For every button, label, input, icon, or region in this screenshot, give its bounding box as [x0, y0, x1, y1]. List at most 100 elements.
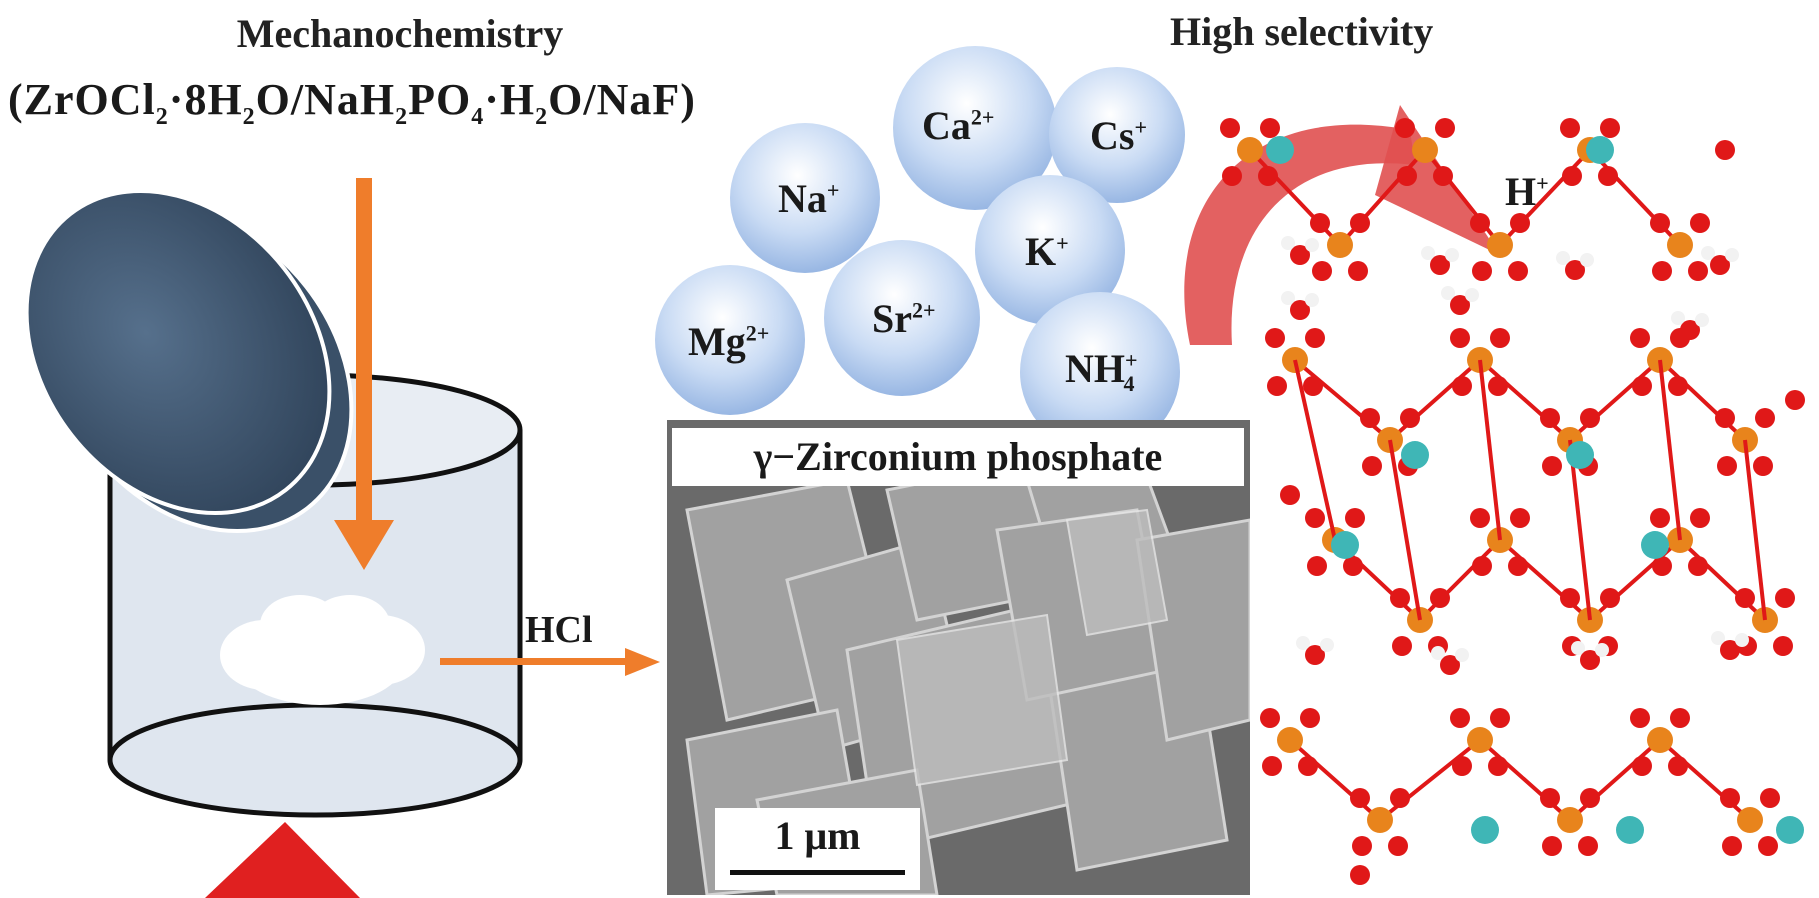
oxygen-atom	[1390, 788, 1410, 808]
oxygen-atom	[1715, 140, 1735, 160]
zirconium-atom	[1776, 816, 1804, 844]
oxygen-atom	[1220, 118, 1240, 138]
phosphorus-atom	[1737, 807, 1763, 833]
oxygen-atom	[1542, 836, 1562, 856]
scale-box	[715, 808, 920, 890]
ion-label-k: K+	[1025, 229, 1069, 274]
oxygen-atom	[1303, 376, 1323, 396]
zirconium-atom	[1266, 136, 1294, 164]
water-oxygen	[1565, 260, 1585, 280]
zirconium-atom	[1401, 441, 1429, 469]
ion-label-ca: Ca2+	[922, 103, 995, 148]
scale-bar-label: 1 μm	[774, 813, 861, 858]
oxygen-atom	[1343, 556, 1363, 576]
hydrogen-atom	[1580, 253, 1594, 267]
oxygen-atom	[1452, 376, 1472, 396]
oxygen-atom	[1735, 588, 1755, 608]
water-oxygen	[1680, 320, 1700, 340]
water-oxygen	[1720, 640, 1740, 660]
hydrogen-atom	[1455, 648, 1469, 662]
oxygen-atom	[1755, 408, 1775, 428]
oxygen-atom	[1690, 508, 1710, 528]
oxygen-atom	[1510, 213, 1530, 233]
oxygen-atom	[1430, 588, 1450, 608]
oxygen-atom	[1222, 166, 1242, 186]
hydrogen-atom	[1465, 288, 1479, 302]
oxygen-atom	[1562, 166, 1582, 186]
oxygen-atom	[1470, 508, 1490, 528]
oxygen-atom	[1715, 408, 1735, 428]
zirconium-atom	[1331, 531, 1359, 559]
oxygen-atom	[1265, 328, 1285, 348]
oxygen-atom	[1668, 376, 1688, 396]
oxygen-atom	[1470, 213, 1490, 233]
oxygen-atom	[1450, 328, 1470, 348]
oxygen-atom	[1260, 118, 1280, 138]
oxygen-atom	[1400, 408, 1420, 428]
hydrogen-atom	[1281, 291, 1295, 305]
oxygen-atom	[1542, 456, 1562, 476]
oxygen-atom	[1392, 636, 1412, 656]
oxygen-atom	[1388, 836, 1408, 856]
oxygen-atom	[1352, 836, 1372, 856]
phosphorus-atom	[1367, 807, 1393, 833]
hydrogen-atom	[1725, 248, 1739, 262]
oxygen-atom	[1580, 408, 1600, 428]
oxygen-atom	[1580, 788, 1600, 808]
hydrogen-atom	[1421, 246, 1435, 260]
zirconium-atom	[1641, 531, 1669, 559]
oxygen-atom	[1510, 508, 1530, 528]
oxygen-atom	[1312, 261, 1332, 281]
oxygen-atom	[1652, 556, 1672, 576]
oxygen-atom	[1753, 456, 1773, 476]
water-oxygen	[1430, 255, 1450, 275]
oxygen-atom	[1260, 708, 1280, 728]
zirconium-atom	[1471, 816, 1499, 844]
oxygen-atom	[1630, 708, 1650, 728]
oxygen-atom	[1280, 485, 1300, 505]
proton-label: H+	[1505, 169, 1549, 214]
oxygen-atom	[1578, 836, 1598, 856]
oxygen-atom	[1508, 261, 1528, 281]
oxygen-atom	[1773, 636, 1793, 656]
oxygen-atom	[1632, 376, 1652, 396]
zirconium-atom	[1586, 136, 1614, 164]
hydrogen-atom	[1445, 248, 1459, 262]
oxygen-atom	[1362, 456, 1382, 476]
scale-bar	[730, 870, 905, 875]
oxygen-atom	[1760, 788, 1780, 808]
oxygen-atom	[1720, 788, 1740, 808]
oxygen-atom	[1488, 376, 1508, 396]
oxygen-atom	[1452, 756, 1472, 776]
ion-label-sr: Sr2+	[872, 296, 936, 341]
oxygen-atom	[1775, 588, 1795, 608]
hydrogen-atom	[1441, 286, 1455, 300]
water-oxygen	[1580, 650, 1600, 670]
hydrogen-atom	[1296, 636, 1310, 650]
oxygen-atom	[1600, 588, 1620, 608]
water-oxygen	[1450, 295, 1470, 315]
oxygen-atom	[1395, 118, 1415, 138]
oxygen-atom	[1390, 588, 1410, 608]
high-selectivity-title: High selectivity	[1170, 9, 1434, 54]
oxygen-atom	[1598, 166, 1618, 186]
oxygen-atom	[1540, 788, 1560, 808]
ion-spheres	[655, 46, 1185, 452]
oxygen-atom	[1785, 390, 1805, 410]
oxygen-atom	[1650, 508, 1670, 528]
phosphorus-atom	[1667, 232, 1693, 258]
oxygen-atom	[1632, 756, 1652, 776]
oxygen-atom	[1652, 261, 1672, 281]
oxygen-atom	[1490, 328, 1510, 348]
phosphorus-atom	[1647, 727, 1673, 753]
reactant-formula: (ZrOCl2·8H2O/NaH2PO4·H2O/NaF)	[8, 75, 696, 130]
jar-lid	[24, 188, 354, 534]
oxygen-atom	[1560, 588, 1580, 608]
feed-arrow	[334, 178, 394, 570]
water-oxygen	[1290, 245, 1310, 265]
oxygen-atom	[1307, 556, 1327, 576]
sem-caption: γ−Zirconium phosphate	[672, 428, 1244, 486]
hcl-arrow	[440, 648, 660, 676]
phosphorus-atom	[1467, 727, 1493, 753]
